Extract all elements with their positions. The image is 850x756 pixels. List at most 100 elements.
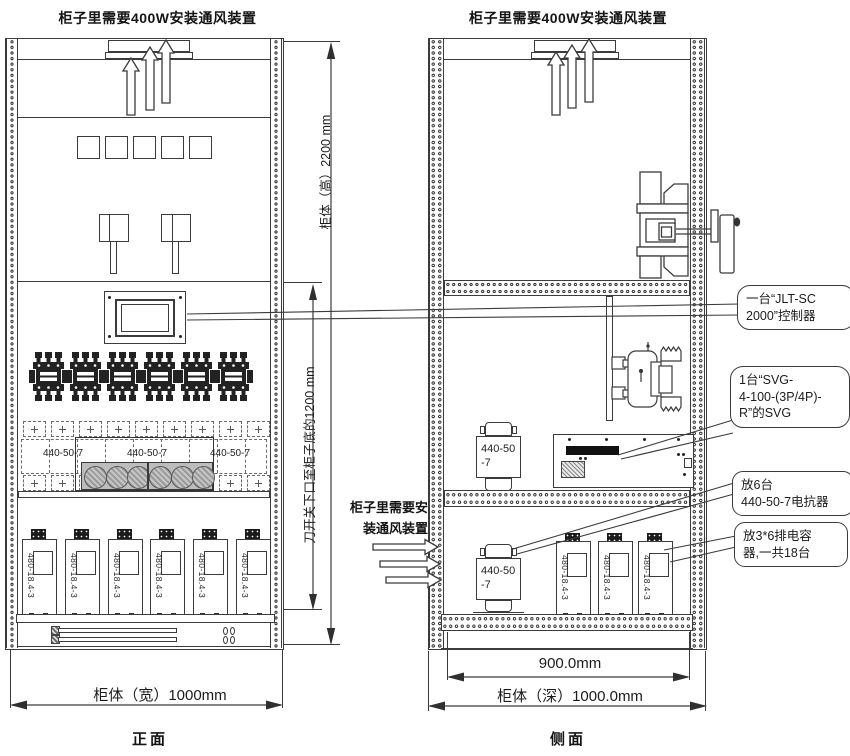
busbar-hole <box>223 636 228 644</box>
side-right-rail <box>690 39 705 648</box>
callout-capacitors: 放3*6排电容 器,一共18台 <box>734 522 848 567</box>
knife-switch-handle <box>99 214 129 242</box>
marker-dot <box>677 453 680 456</box>
mount-square <box>219 475 242 491</box>
capacitor-terminal <box>31 529 46 539</box>
fan-bar <box>81 462 215 491</box>
knife-switch-dim: 刀开关下口至柜子底的1200 mm <box>303 366 317 544</box>
ext-line <box>705 651 707 711</box>
marker-dot <box>584 457 587 460</box>
front-vent-box <box>108 40 190 52</box>
fan-circle <box>192 466 215 489</box>
front-module-square <box>77 136 100 159</box>
capacitor-unit: 480-18.4-3 <box>22 529 57 617</box>
capacitor-window <box>76 551 96 575</box>
screw-dot <box>179 335 182 338</box>
front-module-square <box>189 136 212 159</box>
knife-switch-handle-divider <box>109 214 111 242</box>
svg-module-slot <box>566 446 619 455</box>
front-width-dim: 柜体（宽）1000mm <box>93 687 227 704</box>
fan-bar-divider <box>147 463 149 491</box>
fan-circle <box>106 466 129 489</box>
capacitor-window <box>204 551 224 575</box>
reactor-row-divider <box>189 439 190 473</box>
reactor-row-label: 440-50-7 <box>209 448 251 459</box>
mount-square <box>107 421 130 437</box>
capacitor-window <box>609 553 629 577</box>
front-left-rail <box>6 39 18 648</box>
reactor-nub <box>480 548 485 556</box>
busbar <box>58 637 177 642</box>
capacitor-label: 480-18.4-3 <box>642 555 652 601</box>
screw-dot <box>108 335 111 338</box>
knife-switch-handle <box>161 214 191 242</box>
front-vent-grille <box>105 52 193 59</box>
callout-reactors: 放6台 440-50-7电抗器 <box>732 471 850 516</box>
front-bottom-shelf <box>16 614 275 623</box>
capacitor-unit: 480-18.4-3 <box>108 529 143 617</box>
busbar-hole <box>230 627 235 635</box>
reactor-row-label: 440-50-7 <box>126 448 168 459</box>
marker-dot <box>683 473 686 476</box>
side-vent-grille <box>531 52 619 59</box>
front-bottom-line <box>18 646 270 648</box>
ext-line <box>447 632 449 680</box>
capacitor-window <box>567 553 587 577</box>
mount-square <box>247 475 270 491</box>
callout-svg-module: 1台“SVG- 4-100-(3P/4P)- R”的SVG <box>730 366 850 428</box>
busbar-hole <box>230 636 235 644</box>
side-view-title: 柜子里需要400W安装通风装置 <box>468 10 668 26</box>
fan-circle <box>171 466 194 489</box>
side-bottom-shelf <box>441 614 693 631</box>
reactor-row-divider <box>161 439 162 473</box>
capacitor-unit: 480-18.4-3 <box>65 529 100 617</box>
reactor-row-divider <box>77 439 78 473</box>
front-height-dim: 柜体（高）2200 mm <box>319 114 333 230</box>
fan-circle <box>149 466 172 489</box>
capacitor-unit: 480-18.4-3 <box>193 529 228 617</box>
mount-square <box>23 421 46 437</box>
capacitor-label: 480-18.4-3 <box>69 553 79 599</box>
mount-square <box>163 421 186 437</box>
reactor-row-divider <box>105 439 106 473</box>
capacitor-window <box>247 551 267 575</box>
ext-line <box>284 41 340 43</box>
capacitor-unit: 480-18.4-3 <box>556 533 591 621</box>
side-cabinet: 440-50 -7 440-50 -7 480-18.4-3 <box>428 38 707 650</box>
reactor-row-divider <box>133 439 134 473</box>
reactor-nub <box>480 426 485 434</box>
svg-module-connector <box>684 458 692 468</box>
capacitor-label: 480-18.4-3 <box>26 553 36 599</box>
ext-line <box>284 644 340 646</box>
side-shelf-2 <box>444 490 690 507</box>
side-vent-note: 柜子里需要安 装通风装置 <box>349 500 428 536</box>
capacitor-unit: 480-18.4-3 <box>598 533 633 621</box>
ext-line <box>282 650 284 708</box>
ext-line <box>284 609 322 611</box>
screw-dot <box>108 296 111 299</box>
screw-dot <box>643 438 646 441</box>
screw-dot <box>605 438 608 441</box>
capacitor-window <box>161 551 181 575</box>
ext-line <box>10 650 12 708</box>
reactor-row-divider <box>245 439 246 473</box>
front-view-title: 柜子里需要400W安装通风装置 <box>58 10 257 26</box>
side-shelf-1 <box>444 280 690 296</box>
capacitor-label: 480-18.4-3 <box>112 553 122 599</box>
busbar <box>58 628 177 633</box>
screw-dot <box>179 296 182 299</box>
reactor-row-divider <box>49 439 50 473</box>
capacitor-unit: 480-18.4-3 <box>150 529 185 617</box>
front-module-square <box>161 136 184 159</box>
capacitor-unit: 480-18.4-3 <box>638 533 673 621</box>
side-view-label: 侧面 <box>549 731 586 748</box>
mount-square <box>23 475 46 491</box>
mount-square <box>79 421 102 437</box>
knife-switch-stem <box>110 241 117 274</box>
ext-line <box>284 282 322 284</box>
capacitor-window <box>649 553 669 577</box>
front-right-rail <box>270 39 282 648</box>
reactor-row-label: 440-50-7 <box>42 448 84 459</box>
mount-square <box>51 421 74 437</box>
marker-dot <box>579 457 582 460</box>
